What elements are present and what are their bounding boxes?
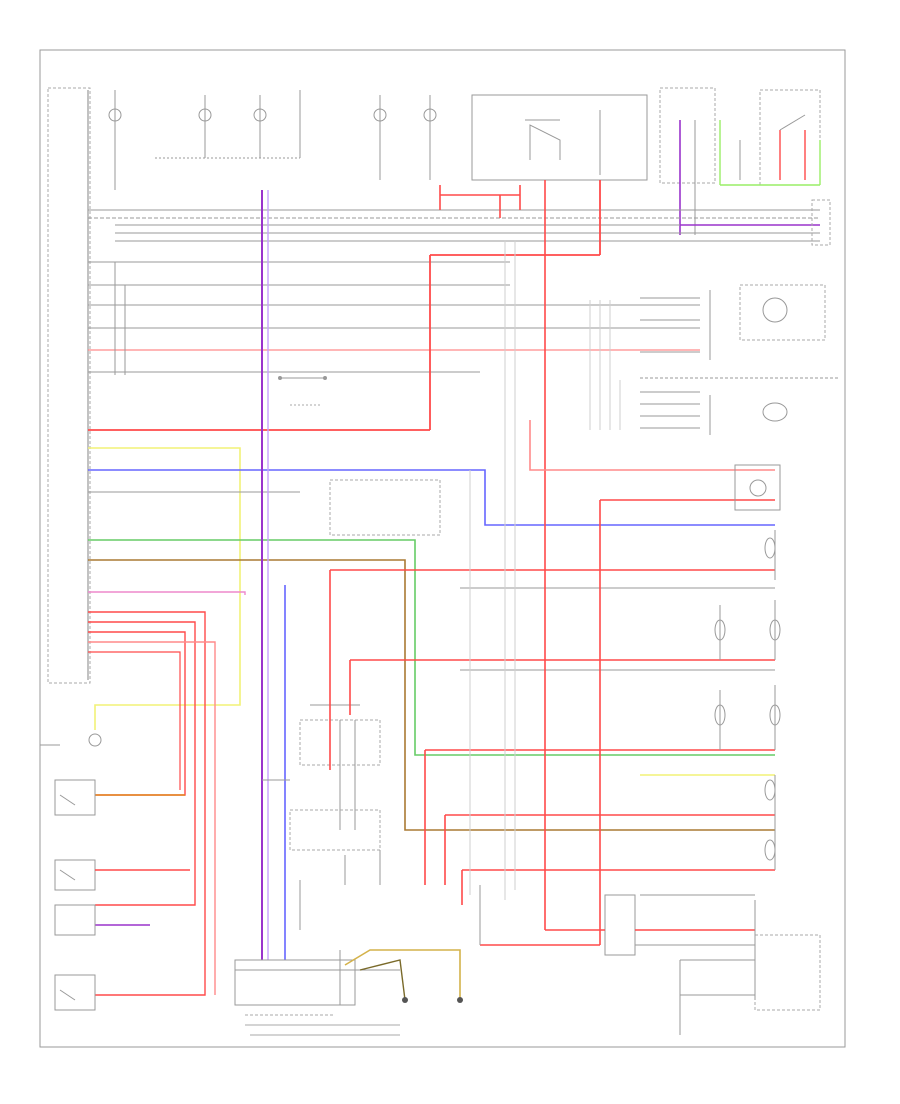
red-main-feed	[88, 180, 601, 431]
center-connectors	[289, 479, 441, 930]
right-components	[640, 284, 840, 435]
center-switch	[278, 376, 327, 406]
tracer-lines	[469, 240, 621, 900]
lamp-stack-right	[529, 180, 781, 945]
left-feeder-lines	[88, 261, 700, 375]
left-switches	[40, 733, 190, 1011]
colored-harness	[88, 447, 775, 996]
top-bus	[88, 185, 831, 246]
top-fuse-block-center	[373, 94, 648, 181]
bottom-junction	[234, 949, 463, 1036]
purple-wire	[95, 190, 290, 960]
top-relay-right	[659, 87, 821, 235]
bottom-right-module	[479, 885, 821, 1035]
top-fuse-block-left	[47, 87, 301, 684]
diagram-frame	[39, 49, 846, 1048]
red-distribution	[329, 569, 775, 905]
